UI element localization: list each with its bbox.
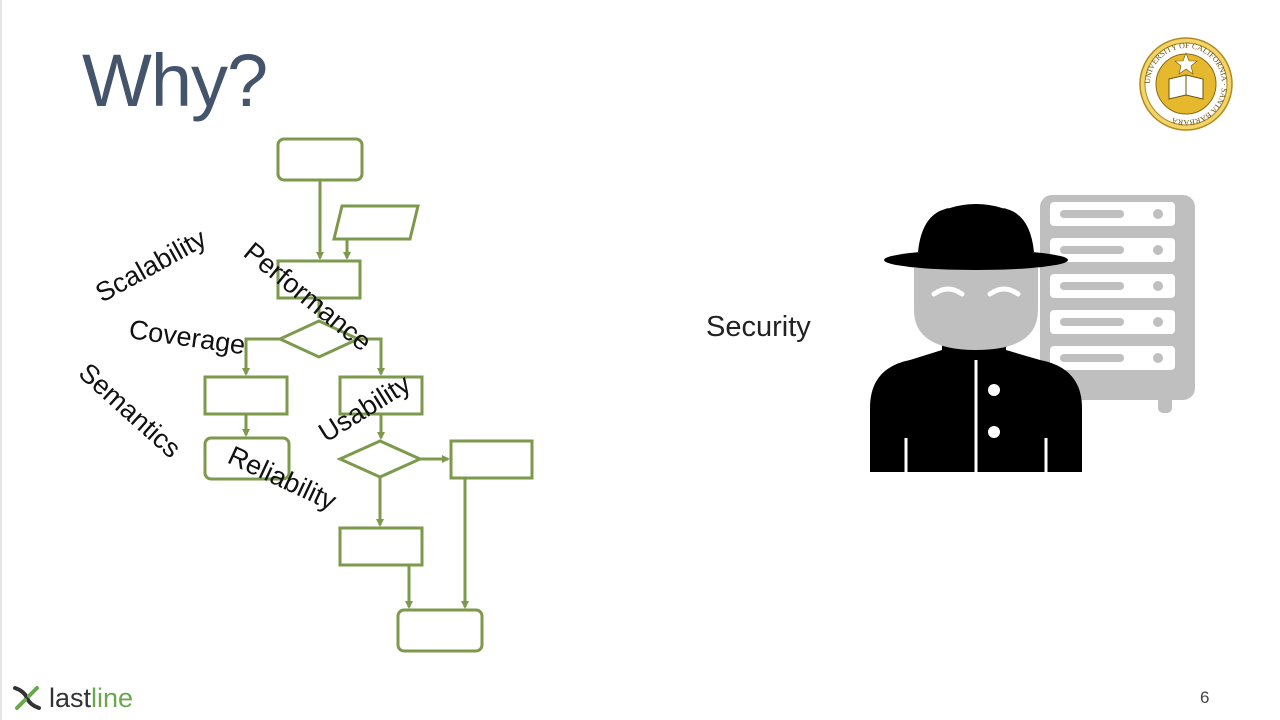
- label-usability: Usability: [313, 368, 416, 448]
- university-seal-icon: UNIVERSITY OF CALIFORNIA · SANTA BARBARA: [1139, 37, 1233, 131]
- label-coverage: Coverage: [127, 314, 247, 360]
- page-number: 6: [1200, 688, 1210, 707]
- lastline-logo: lastline: [12, 681, 133, 715]
- flowchart-end-box-bottom: [396, 608, 484, 653]
- flowchart-decision-2: [336, 439, 424, 479]
- server-icon: [1040, 195, 1195, 413]
- flowchart-process-box-lower: [338, 526, 424, 567]
- flowchart-process-box-left: [203, 375, 289, 416]
- brand-name-suffix: line: [91, 682, 134, 713]
- slide-title: Why?: [82, 39, 268, 122]
- flowchart-decision-1: [276, 319, 362, 359]
- label-security: Security: [706, 311, 811, 343]
- brand-name: lastline: [49, 683, 133, 714]
- flowchart-end-box-left: [203, 436, 291, 481]
- hacker-server-icon: [870, 195, 1195, 472]
- brand-name-prefix: last: [49, 682, 92, 713]
- label-semantics: Semantics: [73, 357, 187, 464]
- flowchart-start-box: [276, 137, 364, 182]
- lastline-x-icon: [13, 686, 41, 710]
- label-scalability: Scalability: [90, 223, 211, 308]
- hacker-icon: [870, 204, 1082, 472]
- flowchart-input-box: [332, 204, 420, 241]
- flowchart-process-box-side: [449, 439, 534, 480]
